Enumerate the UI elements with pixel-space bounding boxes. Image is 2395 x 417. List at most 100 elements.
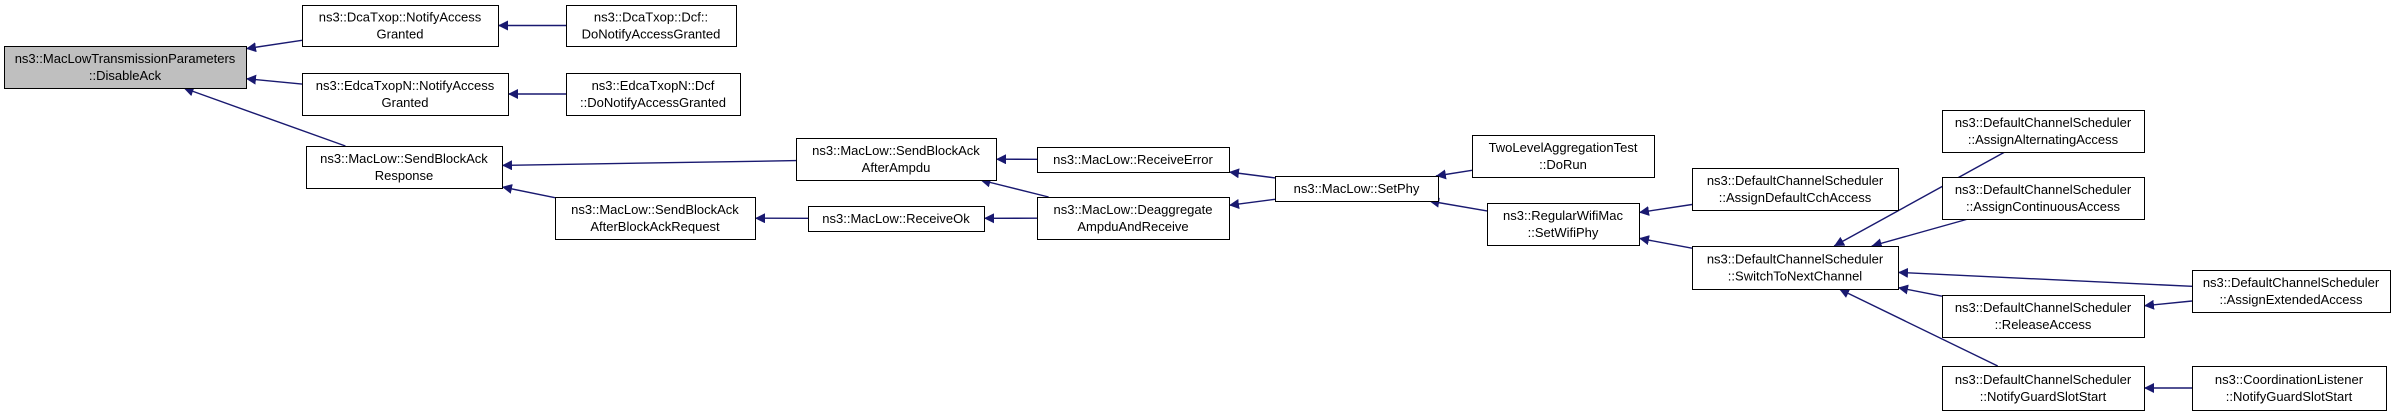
node-box — [2192, 366, 2387, 411]
node-assigncont[interactable]: ns3::DefaultChannelScheduler::AssignCont… — [1942, 177, 2145, 220]
node-label: ns3::DefaultChannelScheduler — [2203, 275, 2380, 290]
node-label: ns3::EdcaTxopN::NotifyAccess — [316, 78, 495, 93]
edge-twolevel-to-setphy — [1435, 169, 1473, 180]
node-twolevel[interactable]: TwoLevelAggregationTest::DoRun — [1472, 135, 1655, 178]
node-box — [2192, 270, 2391, 313]
edge-regularwifi-to-setphy — [1429, 197, 1488, 212]
node-box — [1472, 135, 1655, 178]
node-label: AfterAmpdu — [862, 160, 931, 175]
node-label: ::DisableAck — [89, 68, 162, 83]
edge-guardslot-to-switchnext — [1838, 288, 1999, 367]
edge-dca_notify-to-disableack — [245, 39, 303, 53]
node-receiveerror[interactable]: ns3::MacLow::ReceiveError — [1037, 147, 1230, 173]
node-label: ns3::DcaTxop::Dcf:: — [594, 10, 708, 25]
node-box — [302, 73, 509, 116]
node-label: ::AssignExtendedAccess — [2219, 292, 2363, 307]
node-label: ::SwitchToNextChannel — [1728, 269, 1863, 284]
edge-assignalt-to-switchnext — [1833, 151, 2006, 247]
node-label: ns3::CoordinationListener — [2215, 372, 2364, 387]
edge-assigndefault-to-regularwifi — [1638, 203, 1693, 216]
node-receiveok[interactable]: ns3::MacLow::ReceiveOk — [808, 206, 985, 232]
node-box — [808, 206, 985, 232]
node-label: ns3::DefaultChannelScheduler — [1955, 115, 2132, 130]
node-dca_dcf[interactable]: ns3::DcaTxop::Dcf::DoNotifyAccessGranted — [566, 5, 737, 47]
node-label: ns3::MacLow::Deaggregate — [1054, 202, 1213, 217]
node-label: ns3::DcaTxop::NotifyAccess — [319, 10, 482, 25]
edge-sendba_req-to-sendbaresp — [501, 183, 556, 199]
edge-sendba_ampdu-to-sendbaresp — [501, 159, 797, 171]
node-label: AmpduAndReceive — [1077, 219, 1188, 234]
node-label: DoNotifyAccessGranted — [582, 27, 721, 42]
node-box — [1275, 176, 1439, 202]
node-box — [1037, 197, 1230, 240]
node-box — [1692, 246, 1899, 290]
edge-switchnext-to-regularwifi — [1638, 235, 1693, 249]
edge-assignext-to-release — [2143, 299, 2193, 310]
node-label: ::NotifyGuardSlotStart — [2226, 389, 2353, 404]
node-label: AfterBlockAckRequest — [590, 219, 720, 234]
node-label: ns3::MacLow::SendBlockAck — [571, 202, 739, 217]
node-label: ::DoRun — [1539, 157, 1587, 172]
node-label: ns3::MacLowTransmissionParameters — [15, 51, 236, 66]
node-label: Response — [375, 168, 434, 183]
edge-release-to-switchnext — [1897, 284, 1943, 297]
node-box — [4, 46, 247, 89]
node-box — [796, 138, 997, 181]
node-sendba_req[interactable]: ns3::MacLow::SendBlockAckAfterBlockAckRe… — [555, 197, 756, 240]
node-label: ns3::DefaultChannelScheduler — [1955, 372, 2132, 387]
node-label: Granted — [377, 27, 424, 42]
node-label: ns3::DefaultChannelScheduler — [1707, 173, 1884, 188]
node-assignalt[interactable]: ns3::DefaultChannelScheduler::AssignAlte… — [1942, 110, 2145, 153]
node-label: ::AssignDefaultCchAccess — [1719, 190, 1872, 205]
node-box — [302, 5, 499, 47]
node-box — [1037, 147, 1230, 173]
node-switchnext[interactable]: ns3::DefaultChannelScheduler::SwitchToNe… — [1692, 246, 1899, 290]
node-guardslot[interactable]: ns3::DefaultChannelScheduler::NotifyGuar… — [1942, 366, 2145, 411]
node-box — [566, 5, 737, 47]
edges-layer — [183, 20, 2193, 393]
edge-edca_notify-to-disableack — [245, 74, 303, 85]
node-setphy[interactable]: ns3::MacLow::SetPhy — [1275, 176, 1439, 202]
node-label: ::AssignContinuousAccess — [1966, 199, 2120, 214]
edge-sendbaresp-to-disableack — [183, 86, 346, 147]
edge-setphy-to-deaggregate — [1228, 198, 1276, 209]
node-label: ns3::DefaultChannelScheduler — [1707, 252, 1884, 267]
node-edca_dcf[interactable]: ns3::EdcaTxopN::Dcf::DoNotifyAccessGrant… — [566, 73, 741, 116]
edge-deaggregate-to-sendba_ampdu — [980, 177, 1049, 198]
node-label: ns3::DefaultChannelScheduler — [1955, 300, 2132, 315]
node-assignext[interactable]: ns3::DefaultChannelScheduler::AssignExte… — [2192, 270, 2391, 313]
node-disableack[interactable]: ns3::MacLowTransmissionParameters::Disab… — [4, 46, 247, 89]
node-label: ns3::MacLow::SendBlockAck — [812, 143, 980, 158]
node-coordguard[interactable]: ns3::CoordinationListener::NotifyGuardSl… — [2192, 366, 2387, 411]
nodes-layer: ns3::MacLowTransmissionParameters::Disab… — [4, 5, 2391, 411]
node-box — [1942, 177, 2145, 220]
node-label: ns3::MacLow::SendBlockAck — [320, 151, 488, 166]
edge-assignext-to-switchnext — [1897, 267, 2193, 287]
node-label: ::SetWifiPhy — [1528, 225, 1599, 240]
node-label: TwoLevelAggregationTest — [1489, 140, 1638, 155]
node-label: ns3::MacLow::ReceiveError — [1053, 152, 1213, 167]
node-release[interactable]: ns3::DefaultChannelScheduler::ReleaseAcc… — [1942, 295, 2145, 338]
node-label: ns3::DefaultChannelScheduler — [1955, 182, 2132, 197]
node-label: Granted — [382, 95, 429, 110]
node-regularwifi[interactable]: ns3::RegularWifiMac::SetWifiPhy — [1487, 203, 1640, 246]
node-box — [1692, 168, 1899, 211]
node-box — [555, 197, 756, 240]
node-box — [566, 73, 741, 116]
node-box — [1942, 110, 2145, 153]
node-label: ::ReleaseAccess — [1995, 317, 2092, 332]
node-dca_notify[interactable]: ns3::DcaTxop::NotifyAccessGranted — [302, 5, 499, 47]
node-label: ns3::EdcaTxopN::Dcf — [592, 78, 715, 93]
edge-assigncont-to-switchnext — [1871, 218, 1969, 249]
node-edca_notify[interactable]: ns3::EdcaTxopN::NotifyAccessGranted — [302, 73, 509, 116]
node-label: ns3::MacLow::ReceiveOk — [822, 211, 970, 226]
edge-setphy-to-receiveerror — [1228, 168, 1276, 179]
node-box — [306, 146, 503, 189]
node-label: ns3::RegularWifiMac — [1503, 208, 1623, 223]
node-assigndefault[interactable]: ns3::DefaultChannelScheduler::AssignDefa… — [1692, 168, 1899, 211]
node-label: ns3::MacLow::SetPhy — [1294, 181, 1420, 196]
